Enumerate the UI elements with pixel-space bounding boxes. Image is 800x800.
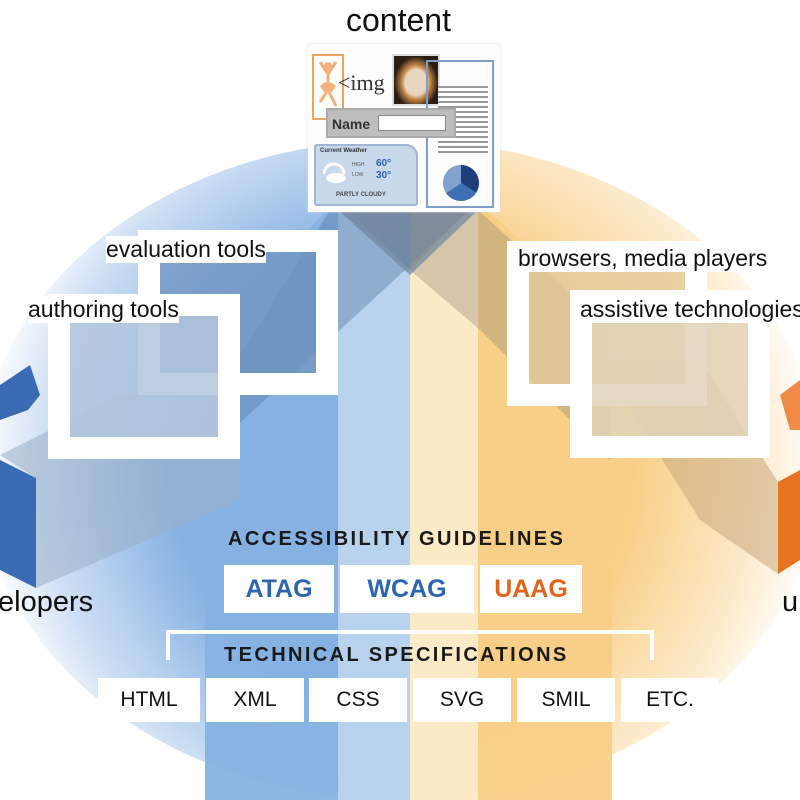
specs-bracket bbox=[166, 630, 654, 660]
spec-html[interactable]: HTML bbox=[98, 678, 200, 722]
weather-condition: PARTLY CLOUDY bbox=[336, 192, 386, 198]
spec-smil[interactable]: SMIL bbox=[517, 678, 615, 722]
authoring-tools-label: authoring tools bbox=[28, 296, 179, 323]
guideline-atag[interactable]: ATAG bbox=[224, 565, 334, 613]
weather-high-temp: 60° bbox=[376, 158, 392, 169]
img-tag-text: <img bbox=[338, 70, 385, 95]
form-field-group: Name bbox=[326, 108, 456, 138]
pie-chart-icon bbox=[442, 164, 480, 202]
spec-etc[interactable]: ETC. bbox=[621, 678, 719, 722]
article-box bbox=[426, 60, 494, 208]
browsers-label: browsers, media players bbox=[518, 245, 768, 272]
content-title: content bbox=[346, 2, 451, 38]
user-figure-head bbox=[780, 380, 800, 430]
spec-xml[interactable]: XML bbox=[206, 678, 304, 722]
weather-low-temp: 30° bbox=[376, 170, 392, 181]
weather-low-label: LOW bbox=[352, 172, 364, 178]
spec-svg[interactable]: SVG bbox=[413, 678, 511, 722]
name-input[interactable] bbox=[378, 115, 446, 131]
center-column-blue bbox=[338, 200, 410, 800]
form-label: Name bbox=[332, 116, 371, 132]
child-photo bbox=[392, 54, 440, 106]
guidelines-title: ACCESSIBILITY GUIDELINES bbox=[228, 528, 566, 550]
users-label: u bbox=[782, 586, 799, 618]
developers-label: elopers bbox=[0, 586, 94, 618]
dancer-icon bbox=[318, 61, 338, 107]
guideline-uaag[interactable]: UAAG bbox=[480, 565, 582, 613]
content-panel: <img Name Current Weather HIGH LOW bbox=[308, 44, 500, 212]
spec-css[interactable]: CSS bbox=[309, 678, 407, 722]
evaluation-tools-label: evaluation tools bbox=[106, 236, 266, 263]
weather-widget: Current Weather HIGH LOW 60° 30° PARTLY … bbox=[314, 144, 418, 206]
specifications-title: TECHNICAL SPECIFICATIONS bbox=[224, 644, 569, 666]
user-figure-body bbox=[778, 470, 800, 574]
authoring-tools-frame bbox=[48, 294, 240, 459]
partly-cloudy-icon bbox=[322, 162, 346, 183]
beam-x bbox=[338, 210, 478, 275]
center-column-orange bbox=[410, 200, 478, 800]
weather-heading: Current Weather bbox=[320, 148, 367, 154]
guideline-wcag[interactable]: WCAG bbox=[340, 565, 474, 613]
assistive-tech-label: assistive technologies bbox=[580, 296, 800, 323]
developer-figure-body bbox=[0, 460, 36, 588]
weather-high-label: HIGH bbox=[352, 162, 365, 168]
developer-figure-head bbox=[0, 365, 40, 420]
